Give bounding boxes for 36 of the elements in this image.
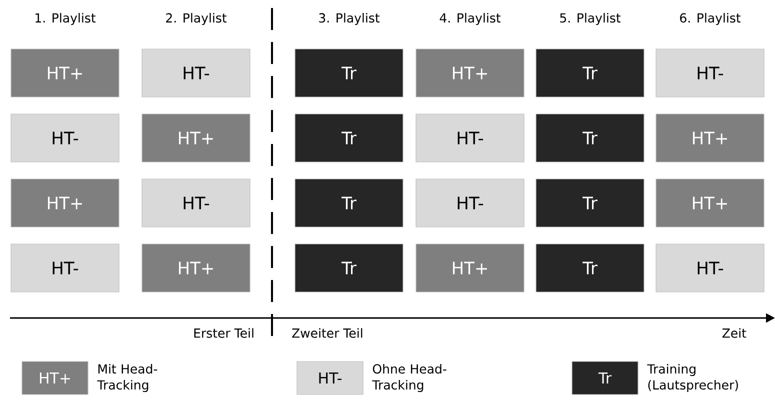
playlist-box: HT+ bbox=[656, 178, 764, 228]
playlist-box: HT+ bbox=[416, 244, 524, 292]
playlist-box: HT+ bbox=[416, 48, 524, 98]
playlist-box: HT+ bbox=[10, 178, 120, 228]
playlist-box: HT- bbox=[656, 244, 764, 292]
playlist-box: Tr bbox=[294, 114, 404, 162]
playlist-box: HT+ bbox=[142, 114, 250, 162]
column-heading: 3. Playlist bbox=[319, 12, 380, 26]
playlist-box: HT- bbox=[416, 178, 524, 228]
legend-text: Mit Head-Tracking bbox=[97, 364, 158, 392]
section-label: Zweiter Teil bbox=[292, 328, 362, 338]
playlist-box: Tr bbox=[536, 178, 644, 228]
column-heading: 4. Playlist bbox=[440, 12, 501, 26]
playlist-box: HT- bbox=[416, 114, 524, 162]
column-heading: 2. Playlist bbox=[166, 12, 227, 26]
playlist-box: HT- bbox=[142, 48, 250, 98]
playlist-box: Tr bbox=[536, 48, 644, 98]
playlist-box: Tr bbox=[294, 244, 404, 292]
playlist-box: Tr bbox=[536, 244, 644, 292]
playlist-box: HT- bbox=[10, 114, 120, 162]
playlist-box: Tr bbox=[294, 48, 404, 98]
playlist-box: HT+ bbox=[10, 48, 120, 98]
column-heading: 6. Playlist bbox=[680, 12, 741, 26]
playlist-box: Tr bbox=[536, 114, 644, 162]
column-heading: 5. Playlist bbox=[560, 12, 621, 26]
column-heading: 1. Playlist bbox=[36, 12, 96, 26]
playlist-box: HT- bbox=[656, 48, 764, 98]
legend-text: Training (Lautsprecher) bbox=[647, 364, 738, 392]
legend-text: Ohne Head-Tracking bbox=[372, 364, 446, 392]
axis-label: Zeit bbox=[722, 328, 746, 338]
playlist-box: Tr bbox=[294, 178, 404, 228]
playlist-box: HT+ bbox=[656, 114, 764, 162]
playlist-box: HT- bbox=[142, 178, 250, 228]
section-label: Erster Teil bbox=[194, 328, 254, 338]
playlist-box: HT- bbox=[10, 244, 120, 292]
playlist-box: HT+ bbox=[142, 244, 250, 292]
